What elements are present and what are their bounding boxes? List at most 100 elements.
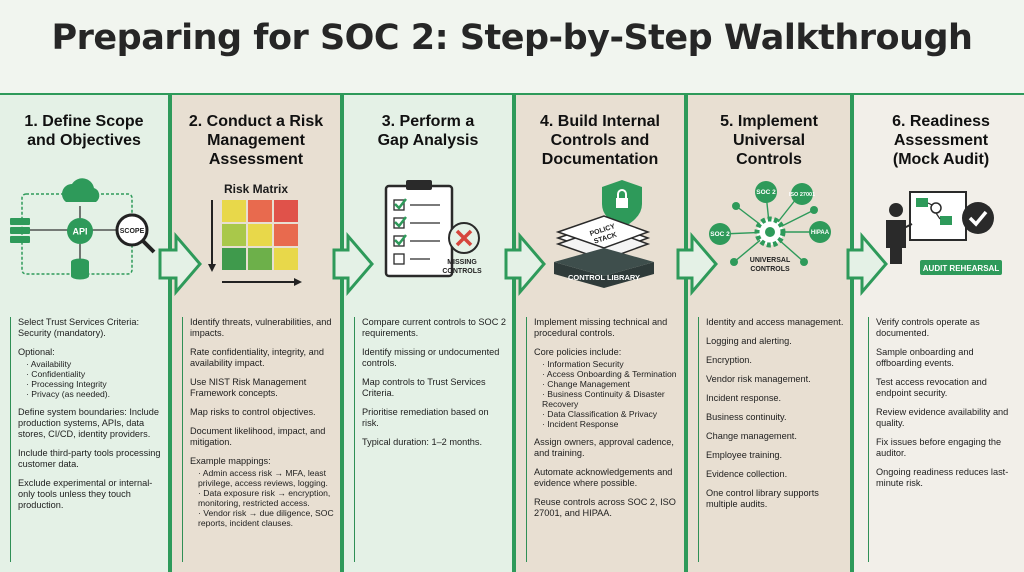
step-4-body: Implement missing technical and procedur… <box>516 95 684 572</box>
list-item: Employee training. <box>706 450 844 461</box>
step-5-body: Identity and access management.Logging a… <box>688 95 850 572</box>
list-item: Prioritise remediation based on risk. <box>362 407 506 429</box>
svg-text:CONTROLS: CONTROLS <box>750 266 790 273</box>
list-item: Sample onboarding and offboarding events… <box>876 347 1018 369</box>
step-2-body: Identify threats, vulnerabilities, and i… <box>172 95 340 572</box>
sub-item: · Access Onboarding & Termination <box>542 369 677 379</box>
list-item: Document likelihood, impact, and mitigat… <box>190 426 334 448</box>
step-3-panel <box>340 95 512 572</box>
arrow-1 <box>158 231 202 297</box>
list-item-text: Logging and alerting. <box>706 336 792 346</box>
cloud-icon <box>62 178 100 202</box>
scope-label: SCOPE <box>120 228 145 235</box>
magnifier-icon <box>115 213 156 254</box>
list-item: Identify threats, vulnerabilities, and i… <box>190 317 334 339</box>
list-item-text: Identify missing or undocumented control… <box>362 347 500 368</box>
person-icon <box>886 203 906 264</box>
sub-item: · Privacy (as needed). <box>26 389 111 399</box>
step-6-list: Verify controls operate as documented. Sa… <box>868 317 1018 562</box>
list-item-text: Employee training. <box>706 450 783 460</box>
universal-controls-illustration: SOC 2 ISO 27001 HIPAA SOC 2 UNIVERSAL CO… <box>709 181 831 273</box>
svg-text:MISSING: MISSING <box>447 259 477 266</box>
step-1-panel <box>0 95 168 572</box>
list-item-text: Optional: <box>18 347 55 357</box>
list-item-text: Evidence collection. <box>706 469 788 479</box>
step-4-panel <box>512 95 684 572</box>
list-item: Ongoing readiness reduces last-minute ri… <box>876 467 1018 489</box>
database-icon <box>71 258 89 280</box>
list-item-text: Test access revocation and endpoint secu… <box>876 377 987 398</box>
risk-matrix-label: Risk Matrix <box>223 182 289 196</box>
sub-item: · Business Continuity & Disaster Recover… <box>542 389 665 409</box>
list-item: Assign owners, approval cadence, and tra… <box>534 437 678 459</box>
list-item-text: Assign owners, approval cadence, and tra… <box>534 437 674 458</box>
list-item: One control library supports multiple au… <box>706 488 844 510</box>
list-item-text: Verify controls operate as documented. <box>876 317 980 338</box>
list-item-text: Use NIST Risk Management Framework conce… <box>190 377 307 398</box>
list-item: Review evidence availability and quality… <box>876 407 1018 429</box>
list-item: Use NIST Risk Management Framework conce… <box>190 377 334 399</box>
list-item-text: Select Trust Services Criteria: Security… <box>18 317 140 338</box>
step-3-body: Compare current controls to SOC 2 requir… <box>344 95 512 572</box>
list-item-text: Business continuity. <box>706 412 787 422</box>
svg-text:UNIVERSAL: UNIVERSAL <box>750 257 791 264</box>
step-3-list: Compare current controls to SOC 2 requir… <box>354 317 506 562</box>
list-item: Define system boundaries: Include produc… <box>18 407 162 440</box>
list-item-text: Reuse controls across SOC 2, ISO 27001, … <box>534 497 676 518</box>
list-item: Map risks to control objectives. <box>190 407 334 418</box>
soc2-badge: SOC 2 <box>756 189 776 196</box>
svg-text:CONTROLS: CONTROLS <box>442 268 482 275</box>
step-2-list: Identify threats, vulnerabilities, and i… <box>182 317 334 562</box>
list-item-text: Compare current controls to SOC 2 requir… <box>362 317 506 338</box>
list-item: Reuse controls across SOC 2, ISO 27001, … <box>534 497 678 519</box>
list-item-text: Sample onboarding and offboarding events… <box>876 347 974 368</box>
list-item: Implement missing technical and procedur… <box>534 317 678 339</box>
list-item-text: Incident response. <box>706 393 782 403</box>
checkmark-icons <box>394 198 407 246</box>
list-item-text: Encryption. <box>706 355 752 365</box>
list-item-text: Rate confidentiality, integrity, and ava… <box>190 347 324 368</box>
list-item-text: Example mappings: <box>190 456 271 466</box>
list-item: Include third-party tools processing cus… <box>18 448 162 470</box>
page-title: Preparing for SOC 2: Step-by-Step Walkth… <box>51 18 973 58</box>
list-item-text: Automate acknowledgements and evidence w… <box>534 467 673 488</box>
gear-icon <box>67 218 93 244</box>
hipaa-badge: HIPAA <box>811 230 830 236</box>
step-2-panel <box>168 95 340 572</box>
step-4-list: Implement missing technical and procedur… <box>526 317 678 562</box>
sub-item: · Data Classification & Privacy <box>542 409 658 419</box>
list-item-text: One control library supports multiple au… <box>706 488 819 509</box>
list-item: Rate confidentiality, integrity, and ava… <box>190 347 334 369</box>
list-item: Verify controls operate as documented. <box>876 317 1018 339</box>
control-library-label: CONTROL LIBRARY <box>568 273 640 282</box>
list-item: Incident response. <box>706 393 844 404</box>
audit-rehearsal-illustration: AUDIT REHEARSAL <box>886 191 1002 275</box>
sub-item: · Vendor risk → due diligence, SOC repor… <box>198 508 334 528</box>
list-item-text: Core policies include: <box>534 347 622 357</box>
list-item: Map controls to Trust Services Criteria. <box>362 377 506 399</box>
list-item: Identify missing or undocumented control… <box>362 347 506 369</box>
step-5-list: Identity and access management.Logging a… <box>698 317 844 562</box>
sub-item: · Data exposure risk → encryption, monit… <box>198 488 331 508</box>
list-item-text: Prioritise remediation based on risk. <box>362 407 489 428</box>
sub-item: · Availability <box>26 359 72 369</box>
sub-item: · Admin access risk → MFA, least privile… <box>198 468 328 488</box>
list-item: Select Trust Services Criteria: Security… <box>18 317 162 339</box>
list-item-text: Document likelihood, impact, and mitigat… <box>190 426 326 447</box>
clipboard-illustration: MISSING CONTROLS <box>384 180 482 278</box>
check-circle-icon <box>962 202 994 234</box>
list-item-text: Define system boundaries: Include produc… <box>18 407 159 439</box>
list-item: Evidence collection. <box>706 469 844 480</box>
audit-rehearsal-label: AUDIT REHEARSAL <box>923 264 1000 273</box>
list-item-text: Ongoing readiness reduces last-minute ri… <box>876 467 1009 488</box>
